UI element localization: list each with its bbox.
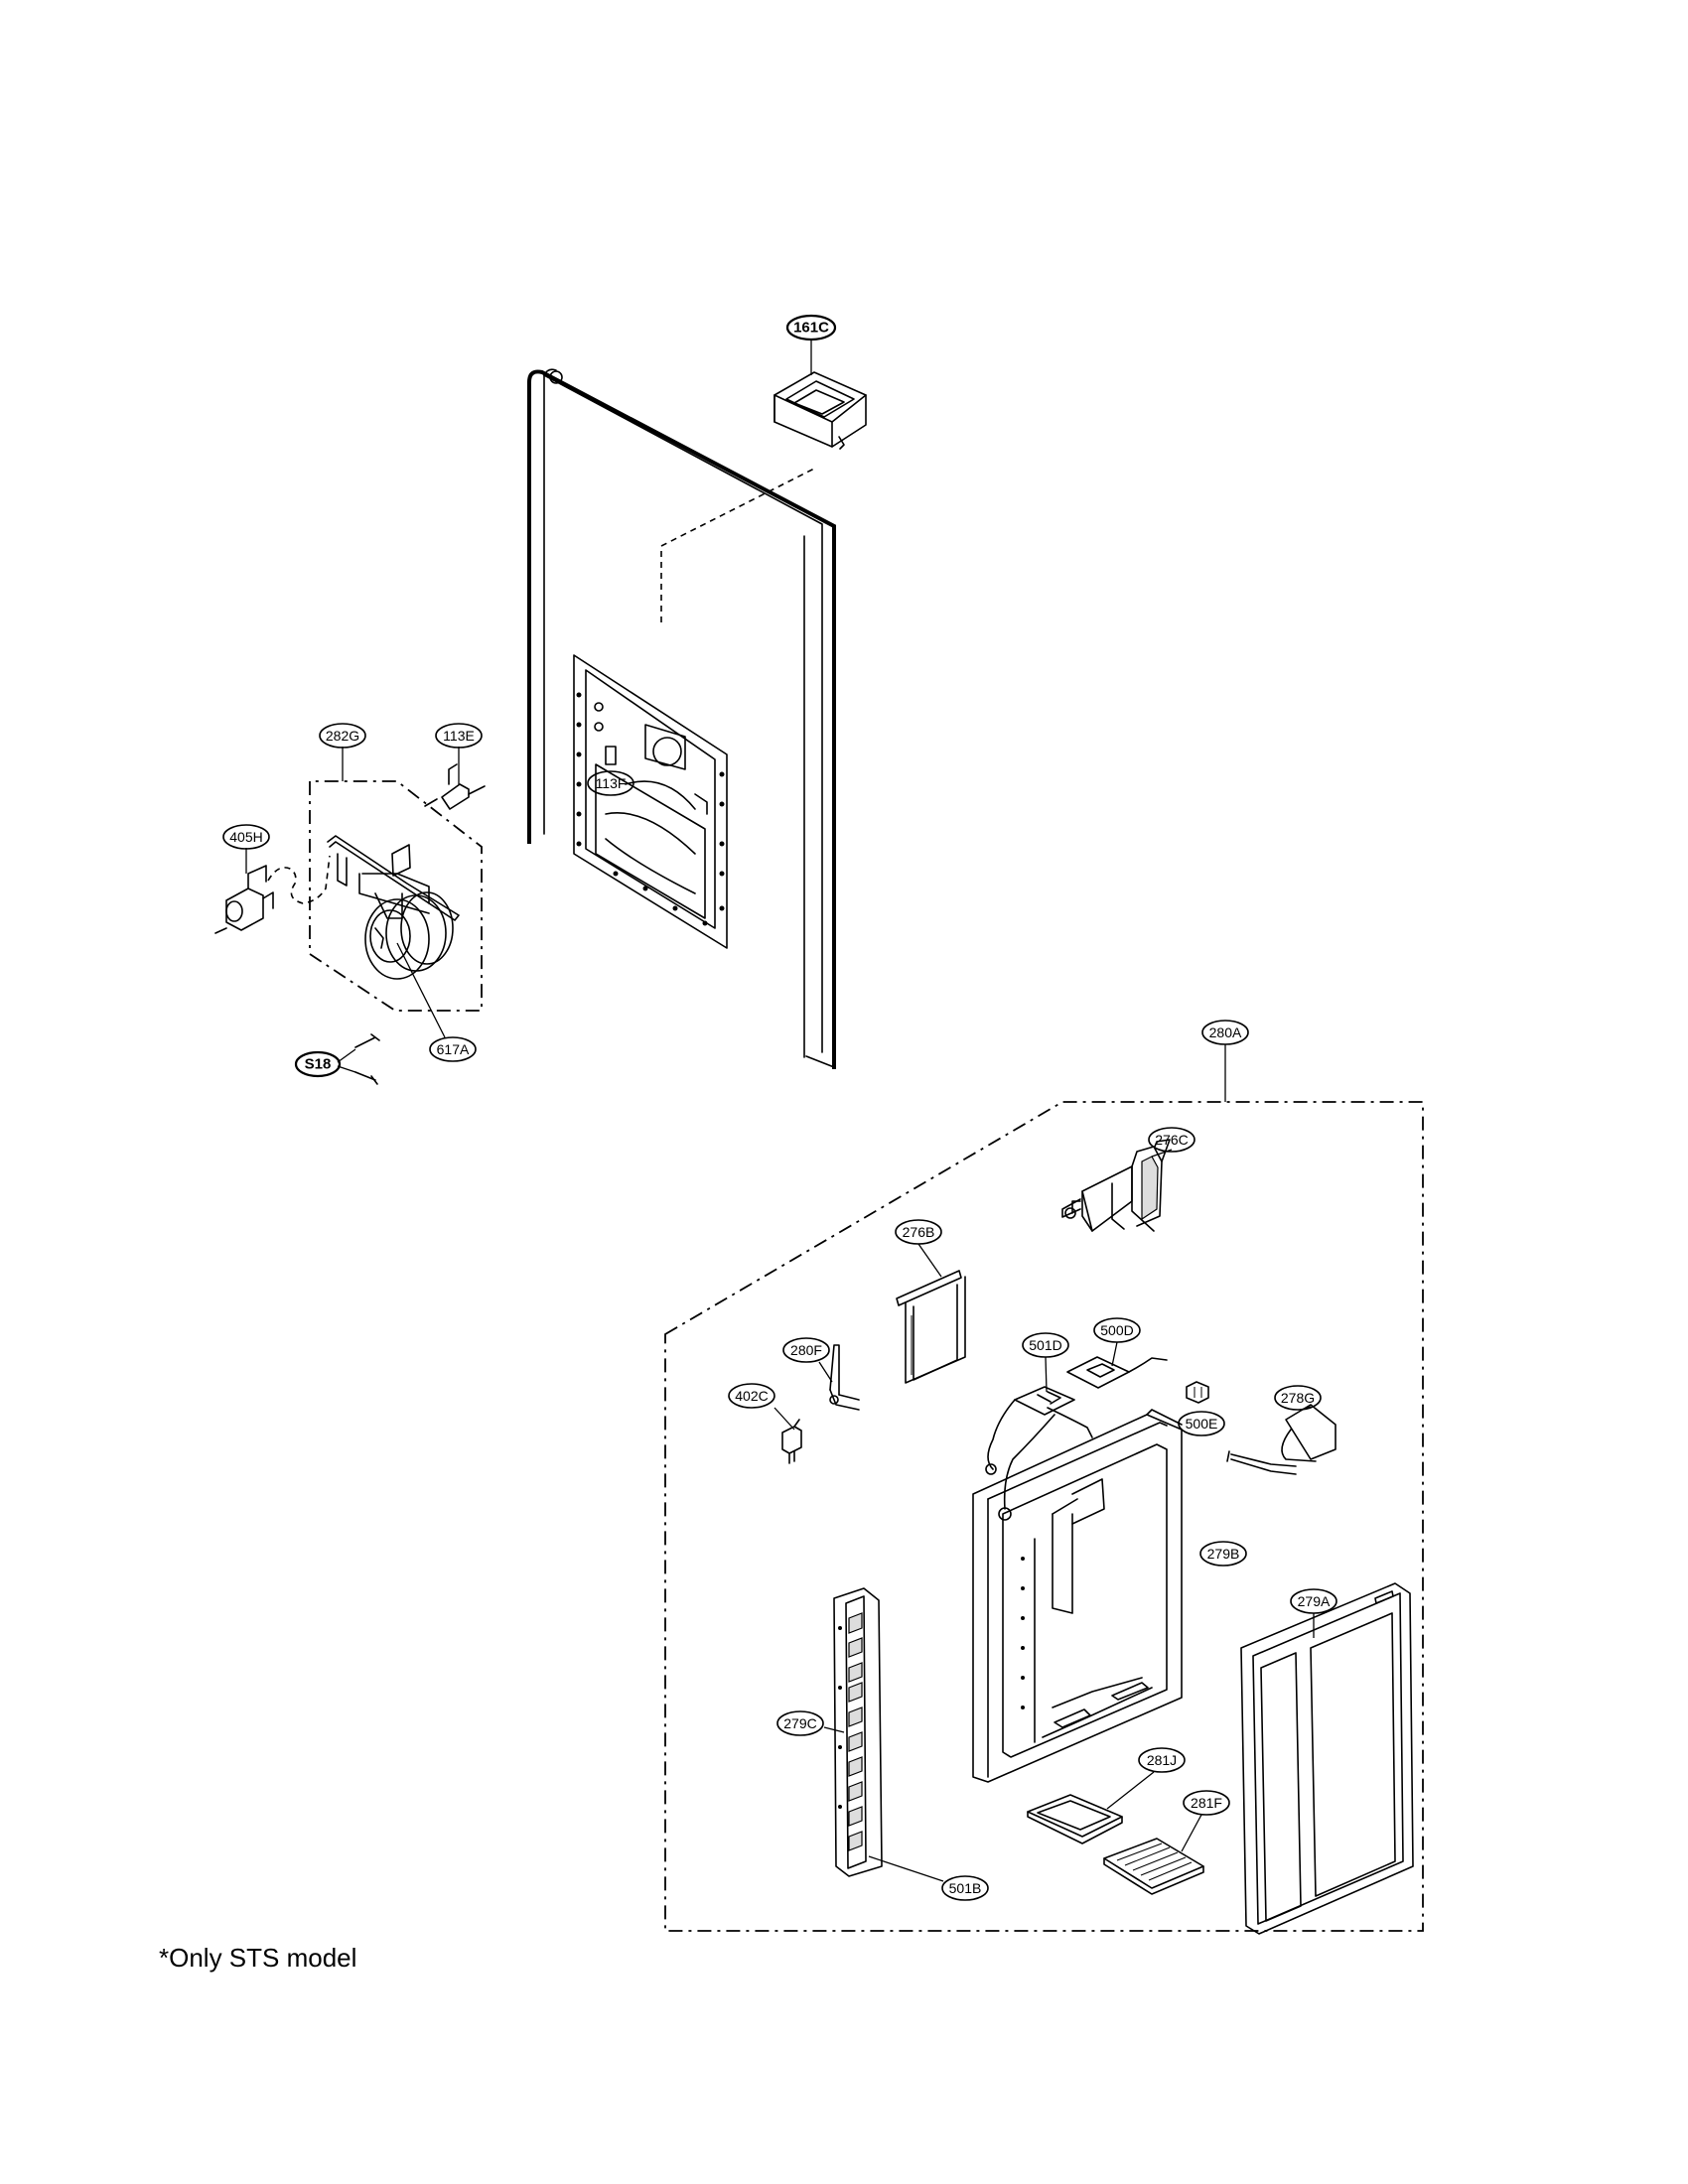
callout-279B: 279B [1199, 1541, 1247, 1567]
callout-276C: 276C [1148, 1127, 1196, 1153]
svg-text:281F: 281F [1191, 1795, 1222, 1811]
part-500D-pcb [985, 1341, 1168, 1521]
svg-text:276B: 276B [903, 1224, 935, 1240]
callout-113F: 113F [587, 770, 634, 796]
part-402C-switch [774, 1407, 802, 1464]
part-281F-grille [1103, 1814, 1204, 1895]
callout-500D: 500D [1093, 1317, 1141, 1343]
callout-161C: 161C [785, 314, 837, 341]
svg-text:276C: 276C [1155, 1132, 1188, 1148]
callout-617A: 617A [429, 1036, 477, 1062]
callout-279A: 279A [1290, 1588, 1337, 1614]
svg-text:161C: 161C [793, 320, 829, 337]
part-276B-flap [896, 1243, 966, 1384]
part-501D-pcb [1014, 1356, 1075, 1416]
svg-text:279B: 279B [1207, 1546, 1240, 1562]
callout-402C: 402C [728, 1383, 775, 1409]
part-276C-bracket [1061, 1139, 1173, 1232]
svg-text:501D: 501D [1029, 1337, 1061, 1353]
part-278G-duct [1226, 1404, 1336, 1475]
callout-501D: 501D [1022, 1332, 1069, 1358]
part-S18-screws [337, 1033, 380, 1085]
callout-281F: 281F [1183, 1790, 1230, 1816]
svg-text:282G: 282G [326, 728, 359, 744]
part-113E-clip [424, 747, 486, 810]
svg-text:279C: 279C [783, 1715, 816, 1731]
callout-276B: 276B [895, 1219, 942, 1245]
svg-text:279A: 279A [1298, 1593, 1331, 1609]
callout-281J: 281J [1138, 1747, 1186, 1773]
callout-279C: 279C [776, 1710, 824, 1736]
svg-text:280A: 280A [1209, 1024, 1242, 1040]
part-279C-control-panel [823, 1587, 944, 1882]
callout-405H: 405H [222, 824, 270, 850]
footnote-sts-model: *Only STS model [159, 1943, 357, 1973]
part-280F-lever [818, 1344, 860, 1411]
svg-text:402C: 402C [735, 1388, 768, 1404]
part-405H-solenoid [214, 848, 274, 934]
callouts: 161C 282G 113E 405H 113F 617A S18 280A [222, 314, 1337, 1901]
svg-text:500E: 500E [1186, 1416, 1218, 1432]
svg-text:278G: 278G [1281, 1390, 1315, 1406]
part-279B-housing [972, 1409, 1183, 1783]
svg-text:501B: 501B [949, 1880, 982, 1896]
part-279A-frame [1240, 1582, 1414, 1935]
callout-501B: 501B [941, 1875, 989, 1901]
sub-assembly-280A [664, 1044, 1424, 1935]
svg-text:113E: 113E [443, 728, 475, 744]
dispenser-cavity [573, 654, 728, 949]
callout-500E: 500E [1178, 1411, 1225, 1436]
svg-text:617A: 617A [437, 1041, 470, 1057]
sub-assembly-282G [267, 747, 486, 1038]
callout-280A: 280A [1201, 1020, 1249, 1045]
callout-S18: S18 [294, 1050, 342, 1078]
part-161C-cup [774, 340, 867, 450]
door-panel [527, 368, 836, 1069]
svg-text:500D: 500D [1100, 1322, 1133, 1338]
svg-text:405H: 405H [229, 829, 262, 845]
part-500E-connector [1186, 1381, 1209, 1404]
callout-282G: 282G [319, 723, 366, 749]
svg-text:113F: 113F [596, 775, 627, 791]
callout-278G: 278G [1274, 1385, 1322, 1411]
svg-text:280F: 280F [790, 1342, 822, 1358]
svg-text:281J: 281J [1147, 1752, 1177, 1768]
svg-text:S18: S18 [305, 1056, 332, 1073]
callout-113E: 113E [435, 723, 483, 749]
callout-280F: 280F [782, 1337, 830, 1363]
part-281J-tray [1027, 1771, 1155, 1844]
